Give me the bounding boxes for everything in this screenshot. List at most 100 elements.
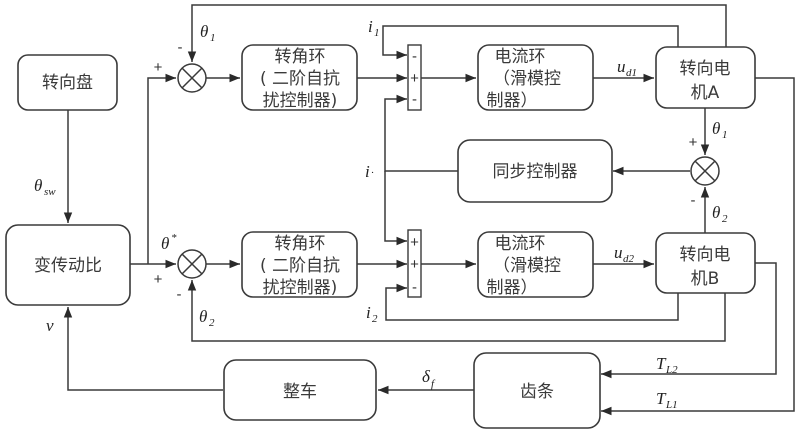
signal-delta-f: δ f	[422, 367, 436, 390]
theta2-right-sub: 2	[722, 213, 728, 225]
motor-b-line1: 转向电	[680, 245, 731, 265]
wire-tl1	[601, 77, 795, 416]
block-motor-b: 转向电 机B	[655, 232, 756, 294]
block-sync-controller: 同步控制器	[457, 139, 613, 203]
signal-i1: i 1	[368, 17, 380, 39]
theta1-right-base: θ	[712, 119, 720, 138]
sum-junction-right	[690, 156, 720, 186]
bar-top-sign-3: -	[412, 91, 417, 108]
tl2-sub: L2	[665, 364, 678, 376]
v-base: v	[46, 316, 54, 335]
block-angle-loop-top: 转角环 ( 二阶自抗 扰控制器)	[241, 44, 358, 111]
wires	[63, 4, 795, 416]
delta-f-base: δ	[422, 367, 431, 386]
signal-i2: i 2	[366, 303, 378, 325]
theta2-bottom-base: θ	[199, 307, 207, 326]
cross-icon	[181, 253, 203, 275]
signal-theta1-right: θ 1	[712, 119, 728, 141]
signal-tl2: T L2	[656, 354, 678, 376]
angle-loop-top-line2: ( 二阶自抗	[260, 69, 340, 89]
i1-sub: 1	[374, 27, 380, 39]
sum-right-plus: +	[689, 134, 698, 151]
motor-a-line1: 转向电	[680, 59, 731, 79]
delta-f-sub: f	[431, 378, 436, 390]
vehicle-label: 整车	[283, 382, 317, 402]
sum-bottom-minus: -	[177, 286, 182, 303]
wire-tl2	[601, 262, 777, 379]
motor-b-line2: 机B	[691, 269, 720, 289]
bar-top-sign-2: +	[410, 70, 419, 87]
ud2-base: u	[614, 243, 623, 262]
current-loop-top-line2: （滑模控	[493, 69, 561, 89]
sync-controller-label: 同步控制器	[493, 162, 578, 182]
signal-i-sync: i ·	[365, 162, 374, 181]
tl2-base: T	[656, 354, 667, 373]
current-loop-bottom-line1: 电流环	[495, 234, 546, 254]
angle-loop-top-line1: 转角环	[275, 47, 326, 67]
wire-vehicle-to-ratio	[63, 307, 223, 391]
sum-junction-top	[177, 63, 207, 93]
theta-star-base: θ	[161, 234, 169, 253]
signal-theta2-right: θ 2	[712, 203, 728, 225]
current-loop-top-line3: 制器）	[487, 91, 538, 111]
wire-theta2-feedback	[187, 280, 726, 342]
block-vehicle: 整车	[223, 359, 377, 421]
variable-ratio-label: 变传动比	[34, 256, 102, 276]
signal-theta-star: θ *	[161, 232, 177, 253]
wire-sync-to-bar-top	[384, 94, 458, 172]
theta2-right-base: θ	[712, 203, 720, 222]
steering-wheel-label: 转向盘	[42, 73, 93, 93]
bar-bottom-sign-3: -	[412, 279, 417, 296]
wire-theta1-feedback	[187, 4, 727, 62]
signal-tl1: T L1	[656, 389, 678, 411]
theta1-top-base: θ	[200, 22, 208, 41]
current-loop-bottom-line2: （滑模控	[493, 256, 561, 276]
tl1-base: T	[656, 389, 667, 408]
motor-a-line2: 机A	[691, 83, 720, 103]
rack-label: 齿条	[520, 382, 554, 402]
i-sync-base: i	[365, 162, 370, 181]
i1-base: i	[368, 17, 373, 36]
sum-top-minus: -	[178, 39, 183, 56]
bar-bottom-sign-1: +	[410, 234, 419, 251]
angle-loop-bottom-line2: ( 二阶自抗	[260, 256, 340, 276]
sum-right-minus: -	[691, 192, 696, 209]
theta-sw-base: θ	[34, 176, 42, 195]
i2-sub: 2	[372, 313, 378, 325]
theta-star-sup: *	[171, 232, 177, 244]
sum-bottom-plus: +	[154, 271, 163, 288]
angle-loop-bottom-line1: 转角环	[275, 234, 326, 254]
signal-theta1-top: θ 1	[200, 22, 216, 44]
wire-i2-feedback	[385, 283, 679, 321]
wire-i1-feedback	[382, 25, 679, 60]
tl1-sub: L1	[665, 399, 678, 411]
cross-icon	[181, 67, 203, 89]
theta-sw-sub: sw	[44, 186, 56, 198]
wire-ratio-to-sum-top	[147, 73, 176, 264]
block-current-loop-bottom: 电流环 （滑模控 制器）	[477, 231, 594, 298]
block-rack: 齿条	[473, 352, 601, 429]
signal-ud2: u d2	[614, 243, 635, 265]
signal-v: v	[46, 316, 54, 335]
sum-top-plus: +	[154, 59, 163, 76]
wire-sync-to-bar-bottom	[384, 171, 407, 246]
summing-bar-bottom: + + -	[407, 229, 422, 298]
block-steering-wheel: 转向盘	[17, 54, 118, 111]
ud1-sub: d1	[626, 67, 637, 79]
current-loop-bottom-line3: 制器）	[487, 278, 538, 298]
i-sync-sub: ·	[371, 167, 374, 179]
angle-loop-top-line3: 扰控制器)	[263, 91, 338, 111]
signal-ud1: u d1	[617, 57, 637, 79]
cross-icon	[694, 160, 716, 182]
current-loop-top-line1: 电流环	[495, 47, 546, 67]
signal-theta2-bottom: θ 2	[199, 307, 215, 329]
block-current-loop-top: 电流环 （滑模控 制器）	[477, 44, 594, 111]
bar-bottom-sign-2: +	[410, 256, 419, 273]
i2-base: i	[366, 303, 371, 322]
theta1-top-sub: 1	[210, 32, 216, 44]
block-angle-loop-bottom: 转角环 ( 二阶自抗 扰控制器)	[241, 231, 358, 298]
signal-theta-sw: θ sw	[34, 176, 56, 198]
ud1-base: u	[617, 57, 626, 76]
block-motor-a: 转向电 机A	[655, 46, 756, 109]
bar-top-sign-1: -	[412, 48, 417, 65]
